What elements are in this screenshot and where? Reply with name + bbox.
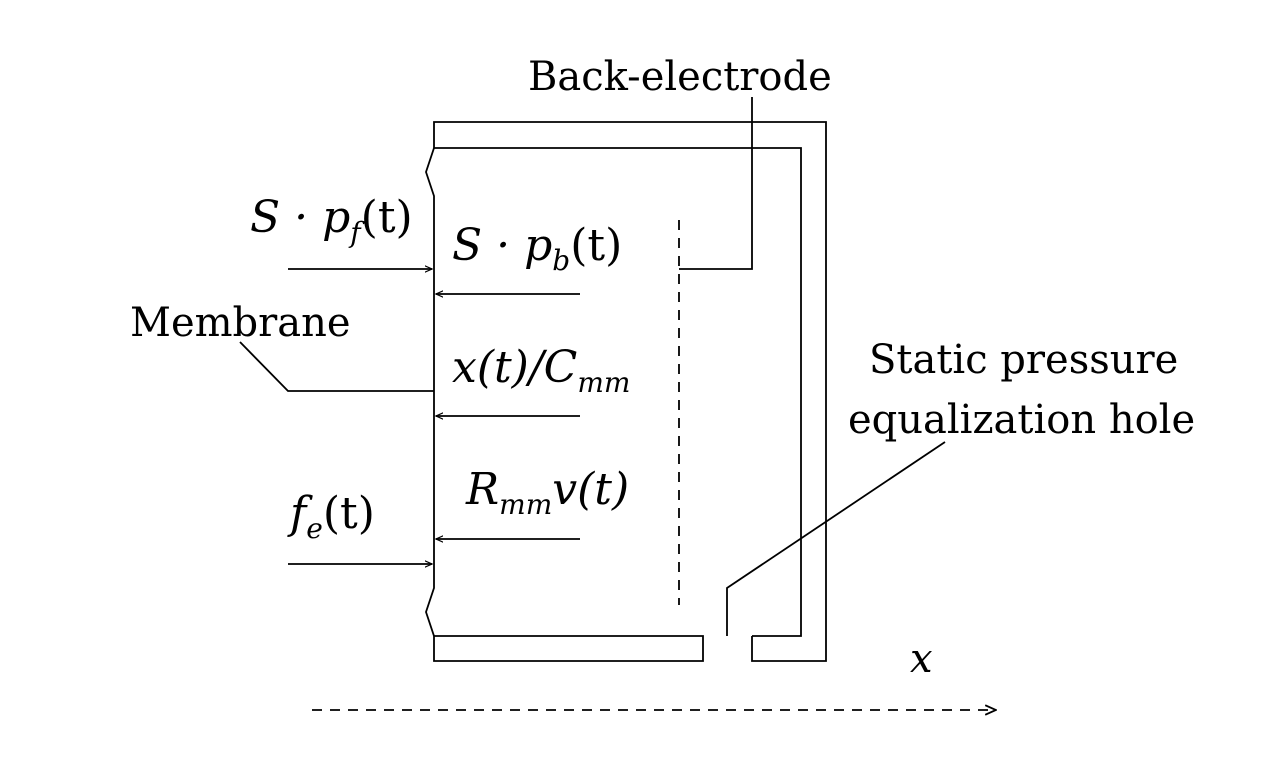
damping-label: Rmmv(t)	[465, 464, 629, 521]
damping-base: R	[465, 464, 499, 515]
front-pressure-label: S · pf(t)	[250, 192, 413, 249]
front-pressure-tail: (t)	[361, 192, 413, 243]
membrane-label: Membrane	[130, 300, 351, 346]
electrostatic-sub: e	[306, 512, 323, 545]
compliance-sub: mm	[577, 366, 630, 399]
x-axis-label: x	[910, 636, 933, 682]
damping-tail: v(t)	[552, 464, 629, 515]
electrostatic-force-label: fe(t)	[287, 488, 375, 545]
back-electrode-label: Back-electrode	[528, 54, 832, 100]
housing-inner	[434, 147, 802, 637]
compliance-label: x(t)/Cmm	[452, 342, 630, 399]
membrane-leader	[239, 341, 434, 392]
back-pressure-base: S · p	[452, 220, 552, 271]
front-pressure-base: S · p	[250, 192, 350, 243]
compliance-base: x(t)/C	[452, 342, 577, 393]
static-pressure-label-line2: equalization hole	[848, 397, 1195, 443]
back-electrode-leader	[679, 97, 753, 270]
housing-outer	[433, 121, 827, 662]
back-pressure-sub: b	[552, 244, 570, 277]
static-pressure-leader	[726, 441, 946, 636]
static-pressure-label-line1: Static pressure	[869, 337, 1178, 383]
back-pressure-tail: (t)	[570, 220, 622, 271]
membrane-line	[425, 147, 435, 637]
electrostatic-tail: (t)	[323, 488, 375, 539]
damping-sub: mm	[499, 488, 552, 521]
housing-bottom-left	[433, 635, 704, 662]
back-pressure-label: S · pb(t)	[452, 220, 622, 277]
